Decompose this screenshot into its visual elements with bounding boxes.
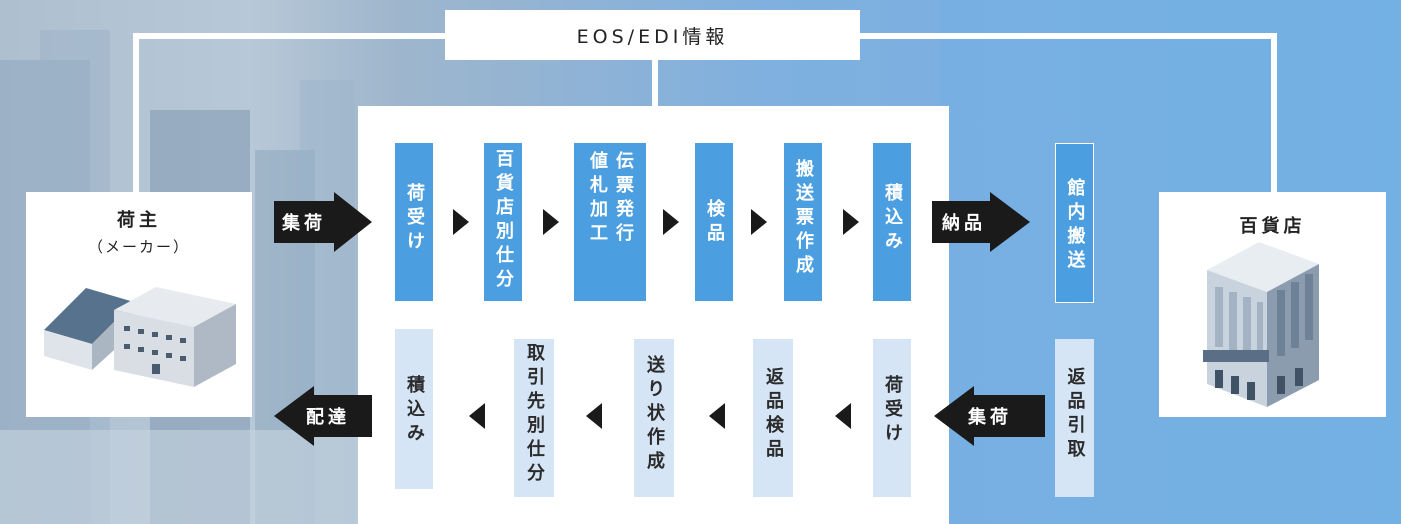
department-store-illustration — [1203, 242, 1319, 407]
step-return-receiving: 荷受け — [873, 339, 911, 497]
deliver-label: 納品 — [942, 213, 986, 234]
collect-bottom-label: 集荷 — [968, 407, 1012, 428]
step-transfer-slip: 搬送票作成 — [784, 143, 822, 301]
step-slip-and-tags: 伝票発行 値札加工 — [574, 143, 646, 301]
shipper-title: 荷主 — [117, 210, 161, 231]
step-receiving: 荷受け — [395, 143, 433, 301]
store-title: 百貨店 — [1239, 216, 1306, 237]
info-label-box: EOS/EDI情報 — [445, 10, 860, 60]
step-return-inspection: 返品検品 — [753, 339, 793, 497]
step-sort-by-store: 百貨店別仕分 — [484, 143, 522, 301]
store-card: 百貨店 — [1159, 192, 1386, 417]
step-returns-pickup: 返品引取 — [1055, 339, 1094, 497]
step-return-loading: 積込み — [395, 329, 433, 489]
distribute-label: 配達 — [306, 407, 350, 428]
shipper-subtitle: （メーカー） — [87, 238, 190, 256]
factory-illustration — [44, 287, 236, 387]
info-label: EOS/EDI情報 — [576, 25, 729, 48]
shipper-card: 荷主 （メーカー） — [26, 192, 252, 417]
step-sort-by-supplier: 取引先別仕分 — [514, 339, 554, 497]
step-inspection: 検品 — [695, 143, 733, 301]
step-invoice-creation: 送り状作成 — [634, 339, 674, 497]
step-loading: 積込み — [873, 143, 911, 301]
collect-top-label: 集荷 — [282, 213, 326, 234]
step-in-store-transport: 館内搬送 — [1055, 143, 1094, 303]
